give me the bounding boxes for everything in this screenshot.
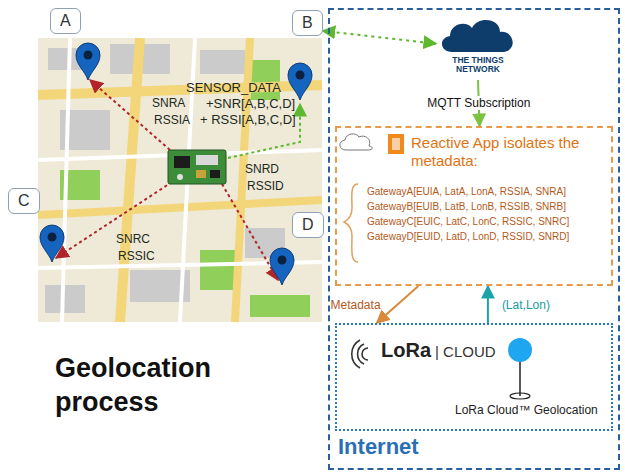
cloud-box: LoRa| CLOUD LoRa Cloud™ Geolocation <box>335 323 613 431</box>
data-label: SENSOR_DATA <box>186 80 281 95</box>
metadata-line: GatewayA[EUIA, LatA, LonA, RSSIA, SNRA] <box>337 184 605 199</box>
metadata-line: GatewayD[EUID, LatD, LonD, RSSID, SNRD] <box>337 229 605 244</box>
signal-label: RSSIA <box>154 113 190 127</box>
page-title: Geolocation process <box>55 352 245 420</box>
street-map <box>38 38 322 322</box>
logo-text: | CLOUD <box>435 343 496 360</box>
app-box: Reactive App isolates the metadata: Gatew… <box>335 126 613 286</box>
app-title: Reactive App isolates the metadata: <box>337 134 605 170</box>
data-label: +SNR[A,B,C,D] <box>206 96 295 111</box>
logo-text: LoRa <box>381 339 431 362</box>
gateway-pin <box>76 43 100 80</box>
signal-label: SNRA <box>152 96 185 110</box>
edge-label: (Lat,Lon) <box>502 298 550 312</box>
geolocation-pin <box>508 338 532 399</box>
node-text: C <box>18 192 30 210</box>
cloud-service: THE THINGS NETWORK <box>436 14 520 80</box>
edge-label: MQTT Subscription <box>424 96 533 110</box>
gateway-label: D <box>292 212 324 238</box>
node-text: A <box>60 12 71 30</box>
signal-label: RSSID <box>247 179 284 193</box>
gateway-label: C <box>8 188 40 214</box>
service-name: THE THINGS NETWORK <box>438 56 518 75</box>
connector <box>377 286 419 323</box>
gateway-pin <box>40 225 64 262</box>
data-label: + RSSI[A,B,C,D] <box>200 112 296 127</box>
service-name: LoRa Cloud™ Geolocation <box>455 403 598 417</box>
node-text: D <box>302 216 314 234</box>
lora-logo <box>352 340 368 368</box>
aws-icons <box>340 134 404 262</box>
metadata-line: GatewayB[EUIB, LatB, LonB, RSSIB, SNRB] <box>337 199 605 214</box>
region-title: Internet <box>338 434 419 460</box>
connector <box>323 31 436 44</box>
gateway-pin <box>288 63 312 100</box>
internet-region: Internet THE THINGS NETWORK Reactive App i… <box>328 8 620 470</box>
signal-label: SNRD <box>245 162 279 176</box>
edge-label: Metadata <box>331 298 381 312</box>
metadata-line: GatewayC[EUIC, LatC, LonC, RSSIC, SNRC] <box>337 214 605 229</box>
gateway-pin <box>270 248 294 285</box>
node-text: B <box>302 14 313 32</box>
signal-label: RSSIC <box>118 249 155 263</box>
sensor-board <box>168 150 226 184</box>
gateway-label: A <box>50 8 81 34</box>
gateway-label: B <box>292 10 323 36</box>
cloud-icon <box>442 20 513 52</box>
signal-label: SNRC <box>116 232 150 246</box>
connector <box>487 286 489 323</box>
